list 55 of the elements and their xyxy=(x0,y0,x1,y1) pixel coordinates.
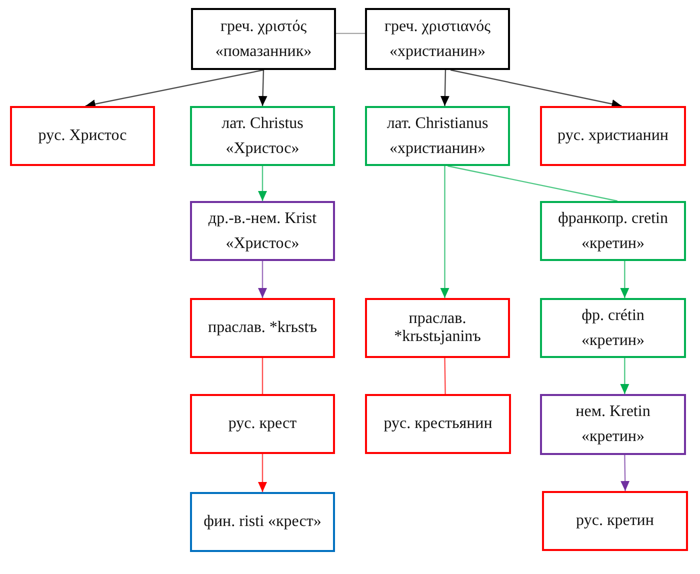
term-box xyxy=(365,394,511,454)
term-box xyxy=(540,106,686,166)
term-box xyxy=(542,491,688,551)
term-text: «Христос» xyxy=(226,140,300,158)
term-box xyxy=(540,298,686,358)
connector-line xyxy=(262,358,264,394)
term-text: фин. risti «крест» xyxy=(204,513,322,531)
term-box xyxy=(190,492,335,552)
term-text: «Христос» xyxy=(226,234,300,252)
arrow xyxy=(85,69,264,108)
term-text: рус. кретин xyxy=(576,512,654,530)
connector-line xyxy=(448,165,618,202)
term-text: рус. крест xyxy=(228,415,297,433)
term-text: праслав. *krьstьjaninъ xyxy=(393,310,482,346)
arrow xyxy=(258,261,267,298)
term-text: греч. χριστιανός xyxy=(384,18,490,36)
arrow xyxy=(258,166,267,201)
arrow xyxy=(258,454,267,492)
arrow xyxy=(440,70,450,106)
term-text: «христианин» xyxy=(389,42,486,60)
term-text: др.-в.-нем. Krist xyxy=(208,210,317,228)
term-text: фр. crétin xyxy=(582,306,644,324)
term-box xyxy=(365,106,510,166)
term-box xyxy=(365,8,510,70)
term-text: «кретин» xyxy=(582,428,644,446)
arrow xyxy=(620,358,630,394)
term-text: «кретин» xyxy=(582,234,644,252)
term-text: рус. Христос xyxy=(38,127,127,145)
arrow xyxy=(620,455,630,491)
connector-line xyxy=(336,32,365,34)
term-box xyxy=(190,298,335,358)
arrow xyxy=(258,70,268,106)
term-box xyxy=(540,394,686,455)
term-text: лат. Christus xyxy=(222,114,304,132)
term-box xyxy=(190,201,335,261)
term-text: греч. χριστός xyxy=(220,18,307,36)
term-text: «помазанник» xyxy=(215,42,312,60)
term-text: праслав. *krьstъ xyxy=(208,319,317,337)
term-box xyxy=(190,106,335,166)
arrow xyxy=(620,261,630,298)
term-text: «христианин» xyxy=(389,140,486,158)
term-text: нем. Kretin xyxy=(576,403,650,421)
term-box xyxy=(190,394,335,454)
term-text: «кретин» xyxy=(582,332,644,350)
term-text: рус. крестьянин xyxy=(384,415,492,433)
term-box xyxy=(191,8,336,70)
term-text: франкопр. cretin xyxy=(558,210,668,228)
term-text: рус. христианин xyxy=(558,127,668,145)
term-box xyxy=(540,201,686,261)
arrow xyxy=(450,69,622,108)
arrow xyxy=(440,166,450,298)
term-text: лат. Christianus xyxy=(386,114,488,132)
term-box xyxy=(365,298,510,358)
term-box xyxy=(10,106,155,166)
connector-line xyxy=(444,358,446,394)
